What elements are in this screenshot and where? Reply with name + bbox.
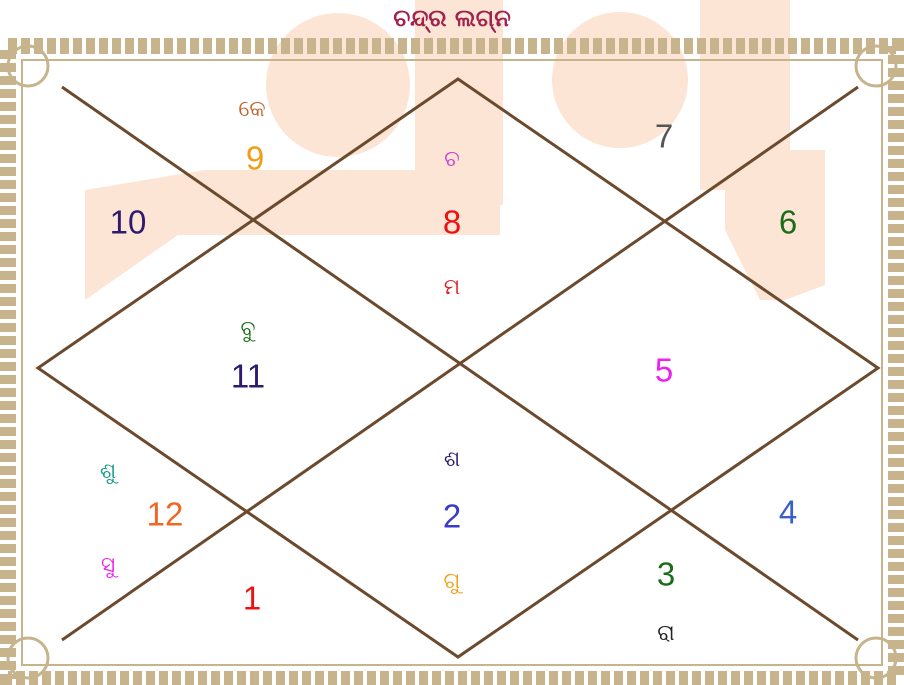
planet-shukra: ଶୁ [100,461,116,483]
planet-chandra: ଚ [444,149,460,171]
house-number-5: 5 [655,354,673,387]
chart-title: ଚନ୍ଦ୍ର ଲଗ୍ନ [0,4,904,32]
planet-budha: ବୁ [240,319,255,341]
house-number-12: 12 [147,498,184,531]
house-number-1: 1 [243,582,261,615]
planet-ketu: କେ [238,99,265,121]
house-number-9: 9 [246,142,264,175]
planet-rahu: ରା [657,623,675,645]
house-number-3: 3 [657,558,675,591]
house-number-10: 10 [110,206,147,239]
house-number-7: 7 [655,120,673,153]
planet-guru: ଗୁ [444,571,461,593]
house-number-8: 8 [443,206,461,239]
house-number-4: 4 [779,496,797,529]
planet-mangal: ମ [444,277,460,299]
house-number-6: 6 [779,206,797,239]
house-number-11: 11 [231,360,265,393]
house-number-2: 2 [443,500,461,533]
planet-surya: ସୁ [101,555,115,577]
planet-shani: ଶ [444,449,460,471]
